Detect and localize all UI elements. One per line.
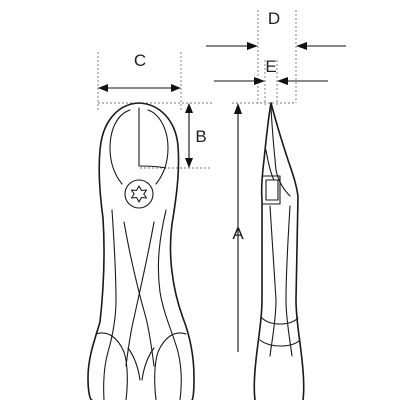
dimension-d: D (206, 9, 346, 50)
label-d: D (268, 9, 280, 28)
cutting-pliers-front-view-icon (87, 102, 195, 400)
label-e: E (265, 57, 276, 76)
dimension-a: A (232, 103, 244, 352)
dimension-b: B (185, 103, 207, 168)
label-b: B (195, 127, 206, 146)
label-a: A (232, 224, 244, 243)
cutting-pliers-side-view-icon (253, 102, 305, 400)
dimension-c: C (98, 51, 181, 92)
dimension-e: E (214, 57, 328, 85)
torx-star-icon (130, 185, 148, 203)
label-c: C (134, 51, 146, 70)
